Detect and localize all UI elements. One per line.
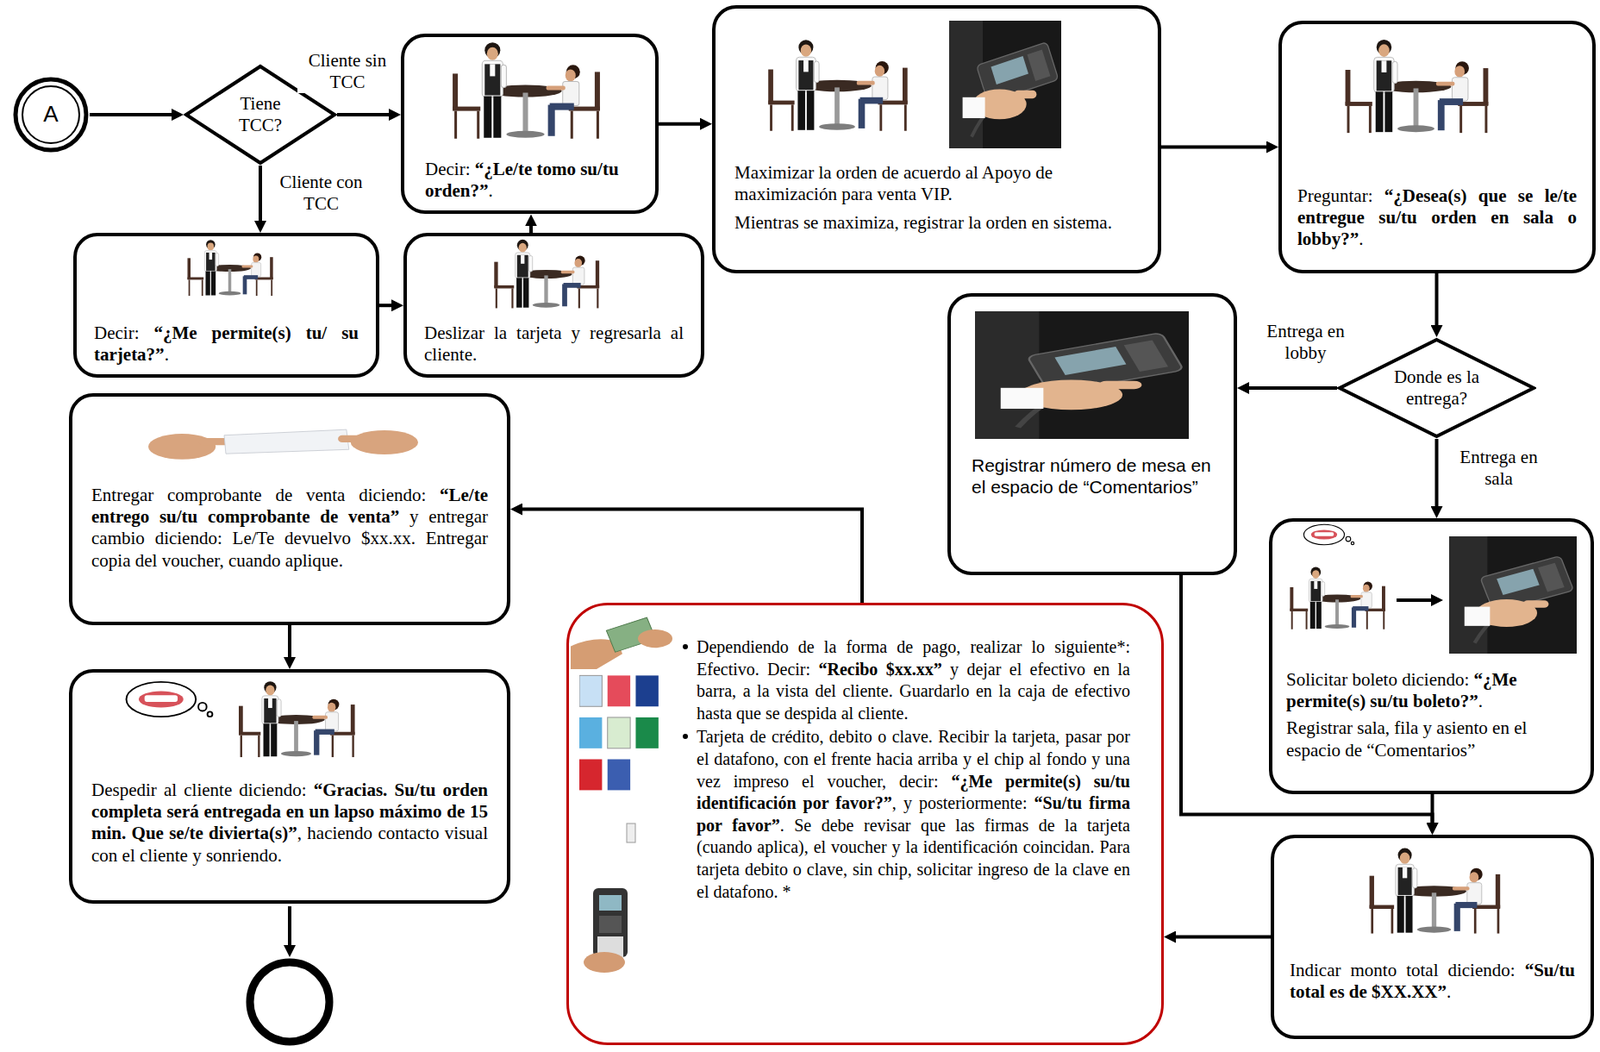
process-box: Solicitar boleto diciendo: “¿Me permite(…: [1268, 518, 1594, 794]
node-text: Indicar monto total diciendo: “Su/tu tot…: [1289, 959, 1575, 1003]
connector: [89, 112, 175, 117]
smile-bubble: [126, 681, 213, 717]
terminal-photo: [949, 20, 1062, 149]
picture-arrow: [1396, 598, 1435, 602]
bold-run: “Le/te entrego su/tu comprobante de vent…: [91, 484, 488, 527]
cash-photo: [570, 617, 673, 669]
waiter-scene: [1345, 39, 1489, 133]
terminal-photo: [975, 311, 1189, 439]
waiter-scene: [238, 681, 356, 757]
node-text: Entregar comprobante de venta diciendo: …: [91, 484, 488, 572]
process-box: Registrar número de mesa en el espacio d…: [947, 293, 1238, 575]
node-text: Tiene TCC?: [220, 93, 300, 137]
connector: [518, 509, 863, 604]
diamond-border: [1339, 339, 1534, 437]
bold-run: “¿Le/te tomo su/tu orden?”: [425, 158, 619, 201]
bold-run: “¿Desea(s) que se le/te entregue su/tu o…: [1297, 185, 1577, 250]
node-text: Despedir al cliente diciendo: “Gracias. …: [91, 779, 488, 867]
node-text: Decir: “¿Le/te tomo su/tu orden?”.: [425, 158, 638, 202]
terminal-photo: [1449, 536, 1577, 654]
edge-label: Entrega en lobby: [1251, 320, 1360, 364]
smile-bubble: [1303, 524, 1354, 545]
process-box: Entregar comprobante de venta diciendo: …: [68, 393, 511, 625]
connector: [658, 122, 704, 126]
process-box: Decir: “¿Le/te tomo su/tu orden?”.: [400, 33, 659, 214]
node-text: Deslizar la tarjeta y regresarla al clie…: [424, 322, 684, 366]
terminal-photo: [583, 887, 628, 973]
process-box: Indicar monto total diciendo: “Su/tu tot…: [1270, 834, 1594, 1039]
waiter-scene: [452, 42, 600, 139]
waiter-scene: [1289, 567, 1386, 630]
node-text: Preguntar: “¿Desea(s) que se le/te entre…: [1297, 185, 1577, 251]
process-box: Despedir al cliente diciendo: “Gracias. …: [68, 668, 511, 904]
receipt-photo: [148, 429, 419, 460]
connector: [1435, 438, 1439, 510]
connector: [1431, 793, 1435, 826]
bold-run: “Gracias. Su/tu orden completa será entr…: [91, 779, 488, 844]
connector: [529, 222, 533, 233]
connector: [1161, 145, 1270, 150]
node-text: A: [43, 100, 58, 128]
payment-box: Dependiendo de la forma de pago, realiza…: [566, 602, 1164, 1045]
bold-run: “¿Me permite(s) su/tu boleto?”: [1286, 668, 1518, 712]
decision-diamond: Donde es la entrega?: [1337, 337, 1537, 439]
node-text: Registrar número de mesa en el espacio d…: [971, 454, 1217, 498]
node-text: Dependiendo de la forma de pago, realiza…: [684, 636, 1131, 725]
process-box: Decir: “¿Me permite(s) tu/ su tarjeta?”.: [73, 232, 380, 378]
cards-photo: [579, 675, 659, 790]
process-box: Deslizar la tarjeta y regresarla al clie…: [403, 232, 705, 378]
connector: [287, 625, 292, 661]
bold-run: “¿Me permite(s) tu/ su tarjeta?”: [93, 322, 359, 365]
process-box: Preguntar: “¿Desea(s) que se le/te entre…: [1278, 20, 1596, 274]
circle-ring: [15, 79, 87, 150]
edge-label: Entrega en sala: [1444, 446, 1553, 490]
connector: [258, 165, 263, 225]
node-text: Decir: “¿Me permite(s) tu/ su tarjeta?”.: [93, 322, 359, 366]
node-text: Donde es la entrega?: [1381, 366, 1494, 410]
connector: [1245, 386, 1338, 390]
connector: [337, 112, 393, 117]
node-text: Mientras se maximiza, registrar la orden…: [734, 212, 1139, 234]
edge-label: Cliente sin TCC: [297, 50, 398, 94]
end-circle: [250, 962, 330, 1042]
node-text: Registrar sala, fila y asiento en el esp…: [1286, 717, 1577, 761]
node-text: Solicitar boleto diciendo: “¿Me permite(…: [1286, 668, 1577, 713]
start-connector: A: [12, 75, 90, 154]
bold-run: “Su/tu total es de $XX.XX”: [1289, 959, 1575, 1002]
waiter-scene: [493, 239, 600, 309]
waiter-scene: [768, 39, 907, 131]
connector: [1435, 273, 1439, 329]
card-icon: [626, 823, 636, 843]
waiter-scene: [187, 239, 274, 296]
process-box: Maximizar la orden de acuerdo al Apoyo d…: [712, 5, 1162, 274]
edge-label: Cliente con TCC: [267, 171, 375, 215]
node-text: Maximizar la orden de acuerdo al Apoyo d…: [734, 162, 1139, 206]
connector: [1172, 935, 1271, 939]
waiter-scene: [1369, 848, 1501, 934]
connector: [379, 303, 395, 307]
bold-run: “Recibo $xx.xx”: [818, 659, 942, 679]
end-connector: [287, 906, 292, 949]
circle-ring: [22, 86, 80, 144]
node-text: Tarjeta de crédito, debito o clave. Reci…: [684, 725, 1131, 903]
